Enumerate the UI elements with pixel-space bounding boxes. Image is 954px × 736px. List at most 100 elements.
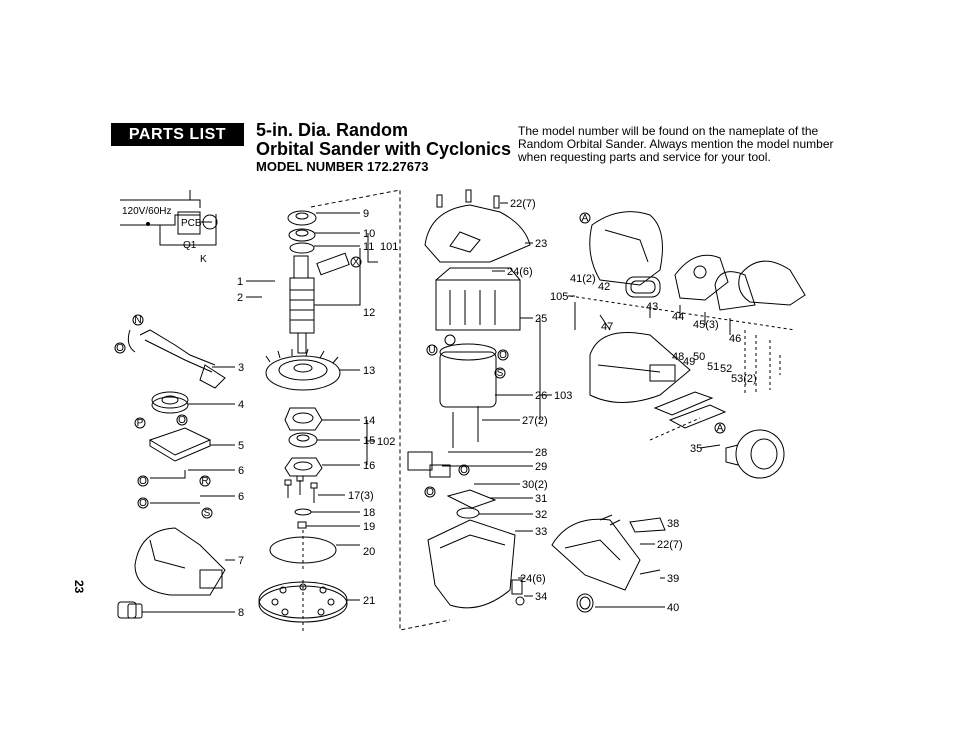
field-assembly-drawing — [426, 334, 509, 408]
base-bracket-drawing — [551, 518, 641, 591]
part-label: 38 — [667, 518, 679, 530]
bearing-housing-drawing — [284, 407, 323, 431]
switch-block-drawing — [407, 451, 470, 498]
callout-letter: A — [717, 423, 724, 434]
callout-letter: S — [204, 508, 211, 519]
part-label: 11 — [363, 241, 374, 253]
callout-letter: O — [499, 350, 507, 361]
parts-list-banner: PARTS LIST — [111, 123, 244, 146]
callout-letter: S — [497, 368, 504, 379]
screw-39-drawing — [639, 569, 661, 575]
part-label: 47 — [601, 321, 613, 333]
fan-drawing — [265, 348, 341, 391]
part-label: 23 — [535, 238, 547, 250]
part-label: 35 — [690, 443, 702, 455]
part-label: 42 — [598, 281, 610, 293]
part-label: 2 — [237, 292, 243, 304]
shoe-38-drawing — [599, 514, 666, 533]
part-label: 51 — [707, 361, 719, 373]
retainer-16-drawing — [284, 457, 323, 477]
callout-letter: O — [178, 415, 186, 426]
speed-knob-drawing — [151, 391, 189, 414]
callout-letter: O — [139, 498, 147, 509]
callout-letter: O — [139, 476, 147, 487]
part-label: 5 — [238, 440, 244, 452]
washer-11-drawing — [289, 242, 315, 254]
sanding-pad-drawing — [258, 580, 348, 632]
switch-drawing — [134, 414, 212, 462]
part-label: 22(7) — [657, 539, 683, 551]
part-label: 1 — [237, 276, 243, 288]
part-label: 52 — [720, 363, 732, 375]
part-label: 21 — [363, 595, 375, 607]
part-label: 12 — [363, 307, 375, 319]
cyclone-body-drawing — [674, 254, 729, 301]
part-label: 33 — [535, 526, 547, 538]
part-label: 15 — [363, 435, 375, 447]
part-label: 44 — [672, 311, 684, 323]
part-label: 45(3) — [693, 319, 719, 331]
part-label: 24(6) — [520, 573, 546, 585]
callout-letter: A — [582, 213, 589, 224]
part-label: 20 — [363, 546, 375, 558]
top-cover-drawing — [424, 189, 531, 263]
part-label: 39 — [667, 573, 679, 585]
brush-assembly-drawing — [316, 252, 362, 276]
screws-17-drawing — [284, 475, 318, 503]
base-housing-drawing — [427, 519, 525, 609]
part-label: 34 — [535, 591, 547, 603]
part-label: 10 — [363, 228, 375, 240]
bearing-15-drawing — [288, 432, 318, 448]
part-label: 50 — [693, 351, 705, 363]
part-label: 26 — [535, 390, 547, 402]
filter-drawing — [117, 601, 143, 619]
wire-lead-1-drawing — [137, 470, 211, 487]
part-label: 48 — [672, 351, 684, 363]
part-label: 30(2) — [522, 479, 548, 491]
ring-40-drawing — [576, 593, 594, 613]
part-label: 53(2) — [731, 373, 757, 385]
part-label: 25 — [535, 313, 547, 325]
dust-cup-drawing — [714, 260, 806, 311]
title-block: 5-in. Dia. Random Orbital Sander with Cy… — [256, 121, 512, 175]
part-label: 105 — [550, 291, 568, 303]
armature-drawing — [289, 255, 315, 354]
callout-letter: R — [201, 476, 208, 487]
voltage-label: 120V/60Hz — [122, 206, 171, 217]
schematic-mark-k: K — [200, 254, 207, 265]
model-number-note: The model number will be found on the na… — [518, 124, 834, 164]
part-label: 16 — [363, 460, 375, 472]
part-label: 6 — [238, 465, 244, 477]
part-label: 3 — [238, 362, 244, 374]
schematic-mark-q1: Q1 — [183, 240, 197, 251]
long-screws-drawing — [452, 406, 479, 448]
part-label: 19 — [363, 521, 375, 533]
washer-18-drawing — [294, 508, 312, 516]
part-label: 7 — [238, 555, 244, 567]
wiring-schematic — [120, 190, 218, 246]
callout-letter: P — [137, 418, 144, 429]
screw-19-drawing — [297, 521, 307, 529]
part-label: 102 — [377, 436, 395, 448]
part-label: 41(2) — [570, 273, 596, 285]
callout-letter: N — [134, 315, 141, 326]
part-label: 40 — [667, 602, 679, 614]
cyclone-cover-drawing — [579, 211, 663, 286]
part-label: 43 — [646, 301, 658, 313]
part-label: 13 — [363, 365, 375, 377]
dust-adapter-drawing — [134, 527, 226, 596]
part-label: 17(3) — [348, 490, 374, 502]
part-label: 9 — [363, 208, 369, 220]
title-line-2: Orbital Sander with Cyclonics — [256, 139, 512, 159]
model-number: MODEL NUMBER 172.27673 — [256, 159, 429, 174]
part-label: 22(7) — [510, 198, 536, 210]
bearing-10-drawing — [288, 228, 316, 242]
callout-letter: X — [353, 257, 360, 268]
part-label: 8 — [238, 607, 244, 619]
part-label: 14 — [363, 415, 375, 427]
pcb-box — [177, 211, 201, 235]
pcb-label: PCB — [181, 218, 202, 229]
bearing-9-drawing — [287, 210, 317, 226]
pad-plate-drawing — [269, 530, 337, 570]
